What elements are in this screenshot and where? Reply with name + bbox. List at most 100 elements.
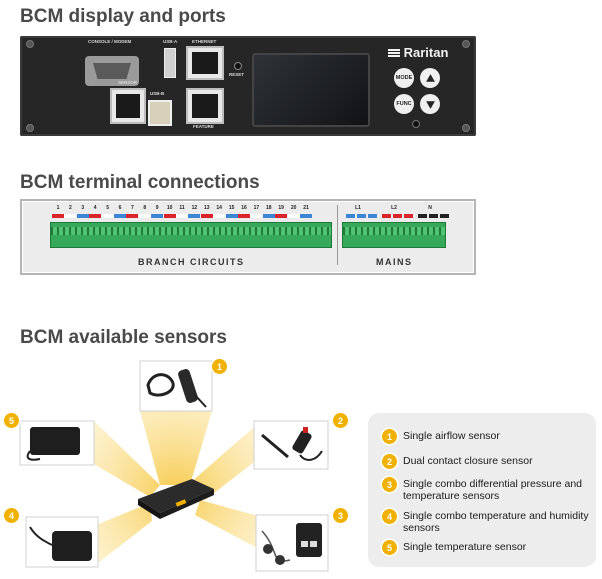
- branch-number: 14: [216, 205, 222, 211]
- beam-3: [195, 500, 262, 548]
- feature-port-label: FEATURE: [193, 124, 214, 129]
- legend-item-3: 3 Single combo differential pressure and…: [382, 477, 592, 502]
- usb-b-label: USB-B: [150, 91, 165, 96]
- branch-number: 16: [241, 205, 247, 211]
- ethernet-port[interactable]: [186, 46, 224, 80]
- up-arrow-icon: [425, 73, 435, 82]
- sensor-port[interactable]: [110, 88, 146, 124]
- bcm-front-panel: CONSOLE / MODEM USB-A ETHERNET SENSOR US…: [20, 36, 476, 136]
- screw-icon: [462, 40, 470, 48]
- sensor-image-1: [139, 360, 213, 412]
- mains-wire: [346, 214, 355, 223]
- branch-number: 20: [290, 205, 297, 211]
- legend-badge-3: 3: [382, 477, 397, 492]
- console-modem-port[interactable]: [85, 56, 139, 86]
- usb-a-label: USB-A: [163, 39, 178, 44]
- mains-wire: [368, 214, 377, 223]
- legend-item-1: 1 Single airflow sensor: [382, 429, 592, 444]
- branch-number: 8: [143, 205, 147, 211]
- branch-number: 9: [155, 205, 159, 211]
- up-button[interactable]: [420, 68, 440, 88]
- mains-phase-label: N: [428, 205, 432, 211]
- down-button[interactable]: [420, 94, 440, 114]
- branch-wire: [287, 214, 300, 223]
- mains-wire: [357, 214, 366, 223]
- branch-wire: [101, 214, 114, 223]
- legend-badge-1: 1: [382, 429, 397, 444]
- legend-text-5: Single temperature sensor: [403, 541, 527, 553]
- sensor-image-3: [255, 514, 329, 572]
- console-port-label: CONSOLE / MODEM: [88, 39, 132, 44]
- branch-number: 7: [131, 205, 134, 211]
- sensor-badge-5: 5: [4, 413, 19, 428]
- branch-number: 11: [179, 205, 185, 211]
- branch-wire: [213, 214, 226, 223]
- brand-logo: Raritan: [388, 45, 448, 60]
- sensor-image-4: [25, 516, 99, 568]
- func-button[interactable]: FUNC: [394, 94, 414, 114]
- heading-terminal-connections: BCM terminal connections: [20, 172, 260, 193]
- branch-number: 17: [253, 205, 260, 211]
- branch-wire: [262, 214, 275, 223]
- mains-wire: [382, 214, 391, 223]
- branch-terminal-block: [50, 222, 332, 248]
- branch-number: 13: [204, 205, 210, 211]
- legend-badge-2: 2: [382, 454, 397, 469]
- sensor-image-2: [253, 420, 329, 470]
- mains-wire: [418, 214, 427, 223]
- reset-button[interactable]: [234, 62, 242, 70]
- branch-wire: [64, 214, 77, 223]
- beam-5: [92, 421, 160, 497]
- sensor-image-5: [19, 420, 95, 466]
- sensor-badge-3: 3: [333, 508, 348, 523]
- sensor-badge-1: 1: [212, 359, 227, 374]
- branch-wire: [151, 214, 164, 223]
- mains-wire: [393, 214, 402, 223]
- branch-wire: [300, 214, 312, 223]
- screw-icon: [462, 124, 470, 132]
- sensor-legend: 1 Single airflow sensor 2 Dual contact c…: [368, 413, 596, 567]
- mains-phase-label: L1: [355, 205, 361, 211]
- ethernet-label: ETHERNET: [192, 39, 217, 44]
- legend-text-3: Single combo differential pressure and t…: [403, 478, 582, 502]
- legend-badge-5: 5: [382, 540, 397, 555]
- mode-button[interactable]: MODE: [394, 68, 414, 88]
- branch-number: 21: [303, 205, 309, 211]
- branch-number: 1: [56, 205, 60, 211]
- sensor-badge-2: 2: [333, 413, 348, 428]
- branch-wire: [250, 214, 263, 223]
- legend-text-4: Single combo temperature and humidity se…: [403, 510, 589, 534]
- branch-number: 10: [166, 205, 173, 211]
- branch-number: 6: [118, 205, 122, 211]
- branch-wire: [138, 214, 151, 223]
- branch-number: 5: [106, 205, 109, 211]
- heading-available-sensors: BCM available sensors: [20, 327, 227, 348]
- heading-display-ports: BCM display and ports: [20, 6, 226, 27]
- legend-item-4: 4 Single combo temperature and humidity …: [382, 509, 592, 534]
- beam-2: [190, 427, 257, 500]
- branch-wire: [76, 214, 89, 223]
- branch-wire: [225, 214, 238, 223]
- branch-wire: [163, 214, 176, 223]
- branch-number: 4: [93, 205, 97, 211]
- branch-wire: [176, 214, 188, 223]
- feature-port[interactable]: [186, 88, 224, 124]
- branch-number: 18: [266, 205, 272, 211]
- branch-wire: [114, 214, 126, 223]
- branch-number: 19: [278, 205, 284, 211]
- branch-wire: [52, 214, 64, 223]
- raritan-logo-icon: [388, 49, 400, 57]
- branch-wire: [200, 214, 213, 223]
- branch-circuits-label: BRANCH CIRCUITS: [138, 257, 245, 267]
- mains-wire: [440, 214, 449, 223]
- beam-1: [140, 411, 212, 485]
- indicator-led: [412, 120, 420, 128]
- usb-b-port[interactable]: [148, 100, 172, 126]
- usb-a-port[interactable]: [164, 48, 176, 78]
- legend-text-1: Single airflow sensor: [403, 430, 500, 442]
- sensor-diagram: [19, 360, 329, 572]
- branch-number: 3: [81, 205, 85, 211]
- legend-item-5: 5 Single temperature sensor: [382, 540, 592, 555]
- branch-wire: [238, 214, 250, 223]
